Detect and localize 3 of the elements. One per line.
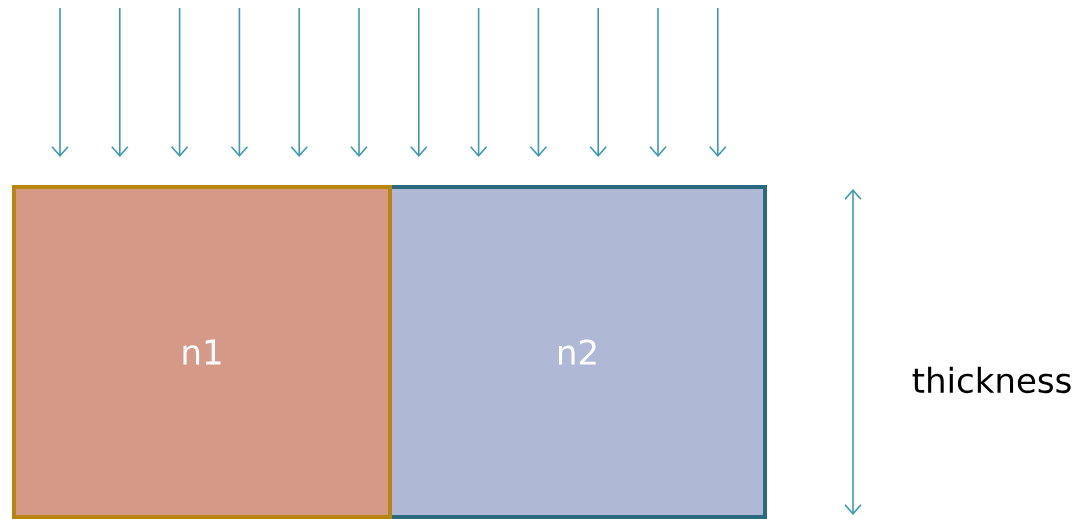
material-block: n2 [388,185,767,519]
dimension-label: thickness [912,366,1071,394]
material-block: n1 [12,185,392,519]
